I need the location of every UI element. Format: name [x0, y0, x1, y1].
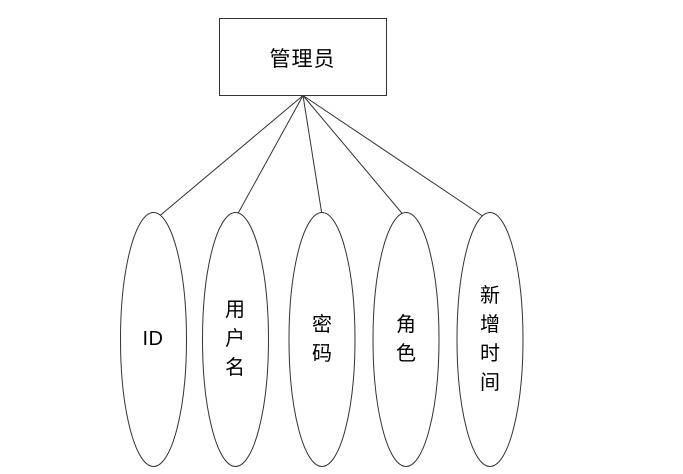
connector-line-id	[153, 95, 304, 222]
entity-label: 管理员	[269, 47, 336, 71]
attribute-label-create-time: 新增时间	[457, 212, 523, 467]
attribute-label-username-text: 用户名	[225, 299, 245, 379]
entity-box	[219, 18, 387, 96]
connector-line-username	[235, 95, 304, 219]
attribute-label-create-time-text: 新增时间	[480, 284, 500, 394]
connector-line-password	[302, 95, 323, 216]
attribute-label-password-text: 密码	[312, 313, 332, 365]
attribute-label-role-text: 角色	[396, 313, 416, 365]
connector-line-role	[302, 95, 407, 219]
attribute-label-role: 角色	[373, 212, 439, 467]
attribute-ellipse-create-time	[456, 212, 524, 467]
attribute-label-id-text: ID	[142, 328, 164, 350]
attribute-ellipse-username	[202, 212, 269, 467]
attribute-ellipse-id	[120, 212, 187, 467]
attribute-label-password: 密码	[289, 212, 355, 467]
attribute-ellipse-password	[288, 212, 356, 467]
connector-line-create-time	[302, 95, 491, 222]
attribute-label-username: 用户名	[202, 212, 268, 467]
attribute-ellipse-role	[372, 212, 440, 467]
attribute-label-id: ID	[120, 212, 186, 467]
